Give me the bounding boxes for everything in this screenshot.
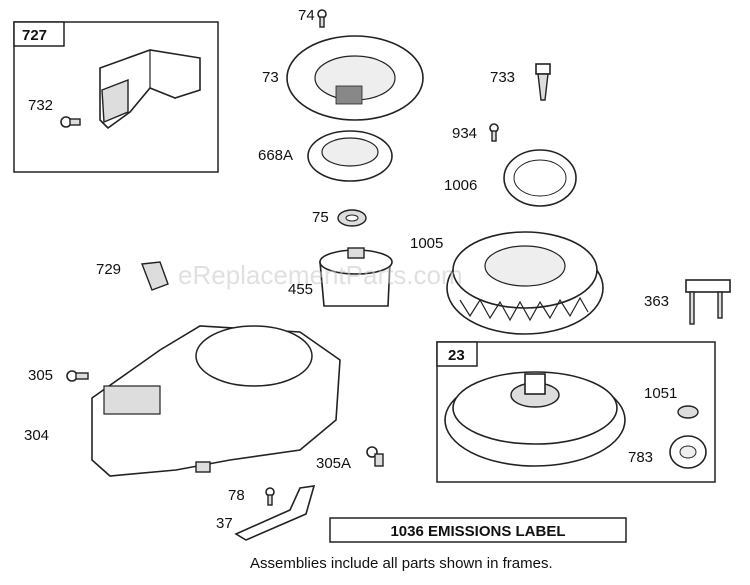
label-37: 37 (216, 515, 233, 532)
frame-727: 727 732 (13, 21, 219, 173)
part-305-bolt (66, 370, 89, 382)
part-1005-fan (446, 231, 604, 335)
label-73: 73 (262, 69, 279, 86)
part-934-screw (489, 123, 499, 142)
label-934: 934 (452, 125, 477, 142)
part-304-blower-housing (91, 325, 341, 477)
part-729-grommet (141, 261, 169, 291)
emissions-label-box: 1036 EMISSIONS LABEL (329, 517, 627, 543)
label-305A: 305A (316, 455, 351, 472)
frame-label-23: 23 (448, 347, 465, 364)
label-304: 304 (24, 427, 49, 444)
part-733-bolt (535, 63, 551, 101)
label-455: 455 (288, 281, 313, 298)
part-75-washer (337, 209, 367, 227)
part-363-bracket (685, 279, 731, 325)
label-74: 74 (298, 7, 315, 24)
part-732-bolt (60, 116, 81, 128)
footer-note: Assemblies include all parts shown in fr… (250, 555, 553, 572)
part-37-strip (234, 485, 316, 541)
part-783-gear (669, 435, 707, 469)
part-23-flywheel (444, 371, 626, 467)
label-668A: 668A (258, 147, 293, 164)
frame-label-727: 727 (22, 27, 47, 44)
emissions-label-text: 1036 EMISSIONS LABEL (390, 523, 565, 540)
part-727-baffle (99, 49, 201, 130)
part-305A-bolt (366, 446, 384, 467)
frame-23: 23 1051 783 (436, 341, 716, 483)
part-455-cup (319, 247, 393, 307)
label-305: 305 (28, 367, 53, 384)
part-74-screw (317, 9, 327, 28)
label-78: 78 (228, 487, 245, 504)
part-1006-screen (503, 149, 577, 207)
label-732: 732 (28, 97, 53, 114)
part-78-screw (265, 487, 275, 506)
label-1005: 1005 (410, 235, 443, 252)
part-73-rotating-screen (286, 35, 424, 121)
part-668A-ring (307, 130, 393, 182)
label-75: 75 (312, 209, 329, 226)
label-783: 783 (628, 449, 653, 466)
label-1051: 1051 (644, 385, 677, 402)
label-363: 363 (644, 293, 669, 310)
watermark-text: eReplacementParts.com (178, 260, 463, 290)
label-733: 733 (490, 69, 515, 86)
label-1006: 1006 (444, 177, 477, 194)
label-729: 729 (96, 261, 121, 278)
part-1051-washer (677, 405, 699, 419)
